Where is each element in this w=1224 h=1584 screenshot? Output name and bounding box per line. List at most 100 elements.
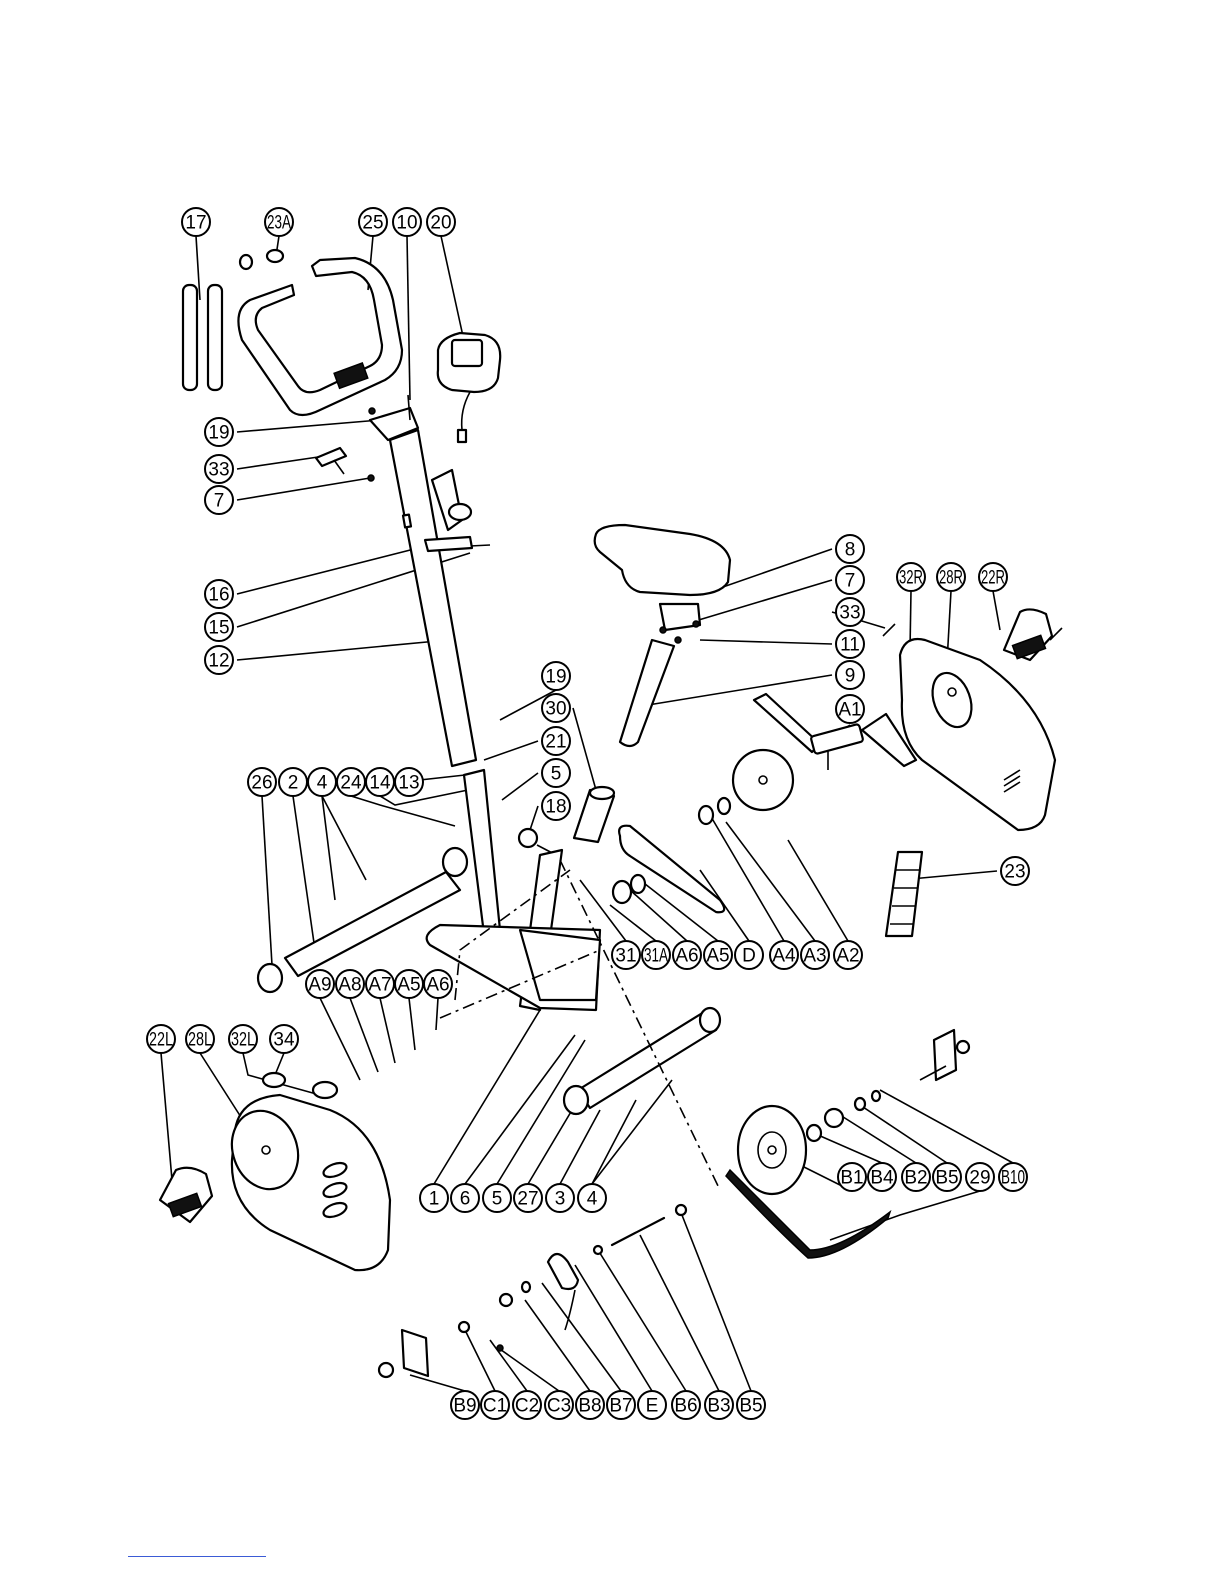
part-30-tube: [574, 787, 614, 842]
callout-c27: 27: [514, 1184, 542, 1212]
callout-cB1: B1: [838, 1163, 866, 1191]
callout-c31A: 31A: [642, 941, 670, 969]
callout-c14: 14: [366, 768, 394, 796]
callout-c28R: 28R: [937, 563, 965, 591]
callout-cA5a: A5: [704, 941, 732, 969]
callout-label: 12: [208, 651, 229, 672]
callout-cA8: A8: [336, 970, 364, 998]
callout-label: 4: [587, 1189, 598, 1210]
part-33-knob: [316, 448, 374, 481]
callout-label: B9: [453, 1396, 476, 1417]
callout-label: B7: [609, 1396, 632, 1417]
callout-label: B5: [739, 1396, 762, 1417]
callout-c1: 1: [420, 1184, 448, 1212]
callout-c18: 18: [542, 792, 570, 820]
callout-cA9: A9: [306, 970, 334, 998]
callout-label: 5: [492, 1189, 503, 1210]
callout-cA1: A1: [836, 695, 864, 723]
callout-cB2: B2: [902, 1163, 930, 1191]
callout-cB5b: B5: [737, 1391, 765, 1419]
callout-label: D: [742, 946, 756, 967]
part-34-cap: [263, 1073, 337, 1098]
callout-label: 6: [460, 1189, 471, 1210]
callout-c29: 29: [966, 1163, 994, 1191]
callout-label: 23A: [267, 213, 291, 234]
callout-label: B10: [1001, 1168, 1025, 1189]
callout-cB4: B4: [868, 1163, 896, 1191]
callout-label: B6: [674, 1396, 697, 1417]
callout-label: 26: [251, 773, 272, 794]
callout-label: E: [646, 1396, 659, 1417]
part-22R-right-pedal: [1004, 609, 1062, 660]
callout-label: C3: [547, 1396, 571, 1417]
callout-c8: 8: [836, 535, 864, 563]
callout-c28L: 28L: [186, 1025, 214, 1053]
callout-cB10: B10: [999, 1163, 1027, 1191]
part-A2-sprocket: [733, 750, 793, 810]
callout-label: 30: [545, 699, 566, 720]
callout-label: 14: [369, 773, 391, 794]
callout-label: B3: [707, 1396, 730, 1417]
callout-label: 8: [845, 540, 856, 561]
callout-label: 19: [545, 667, 566, 688]
part-33-screw-right: [883, 624, 895, 636]
part-9-seat-post: [620, 640, 674, 746]
callout-label: 23: [1004, 862, 1025, 883]
callout-c12: 12: [205, 646, 233, 674]
callout-c6: 6: [451, 1184, 479, 1212]
part-25-handlebar: [238, 258, 402, 415]
callout-c11: 11: [836, 630, 864, 658]
callout-c16: 16: [205, 580, 233, 608]
part-B1-flywheel: [738, 1106, 806, 1194]
callout-c7b: 7: [836, 566, 864, 594]
footer-rule: [128, 1556, 266, 1557]
callout-label: 4: [317, 773, 328, 794]
callout-label: 17: [185, 213, 206, 234]
part-2-front-stabilizer: [285, 848, 467, 976]
callout-label: 22R: [981, 568, 1005, 589]
callout-label: A3: [803, 946, 826, 967]
callout-cC3: C3: [545, 1391, 573, 1419]
callout-label: 9: [845, 666, 856, 687]
callout-c23: 23: [1001, 857, 1029, 885]
part-26-end-cap: [258, 964, 282, 992]
callout-label: B8: [578, 1396, 601, 1417]
callout-label: A5: [397, 975, 420, 996]
callout-label: 3: [555, 1189, 566, 1210]
callout-cC1: C1: [481, 1391, 509, 1419]
callout-c5a: 5: [542, 759, 570, 787]
part-32R-right-cover: [900, 639, 1055, 830]
callout-label: 1: [429, 1189, 440, 1210]
callout-label: 25: [362, 213, 383, 234]
callout-c13: 13: [395, 768, 423, 796]
callout-label: C2: [515, 1396, 539, 1417]
callout-cA3: A3: [801, 941, 829, 969]
callout-c19a: 19: [205, 418, 233, 446]
callout-label: 10: [396, 213, 417, 234]
callout-label: 19: [208, 423, 229, 444]
callout-label: 7: [845, 571, 856, 592]
part-E-tensioner: [548, 1254, 578, 1330]
callout-label: 29: [969, 1168, 990, 1189]
callout-c3: 3: [546, 1184, 574, 1212]
callout-label: 2: [288, 773, 299, 794]
callout-cA6b: A6: [424, 970, 452, 998]
callout-label: A4: [772, 946, 796, 967]
callout-c19b: 19: [542, 662, 570, 690]
callout-c10: 10: [393, 208, 421, 236]
callout-label: A1: [838, 700, 861, 721]
callout-c32R: 32R: [897, 563, 925, 591]
callout-cB6: B6: [672, 1391, 700, 1419]
callout-cB9: B9: [451, 1391, 479, 1419]
callout-cA2: A2: [834, 941, 862, 969]
callout-label: A9: [308, 975, 331, 996]
callout-label: 33: [208, 460, 229, 481]
callout-label: 34: [273, 1030, 295, 1051]
callout-c5b: 5: [483, 1184, 511, 1212]
callout-label: 33: [839, 603, 860, 624]
callout-label: A6: [426, 975, 449, 996]
callout-label: 22L: [149, 1030, 173, 1051]
callout-c7a: 7: [205, 486, 233, 514]
callout-cE: E: [638, 1391, 666, 1419]
callout-label: 13: [398, 773, 419, 794]
